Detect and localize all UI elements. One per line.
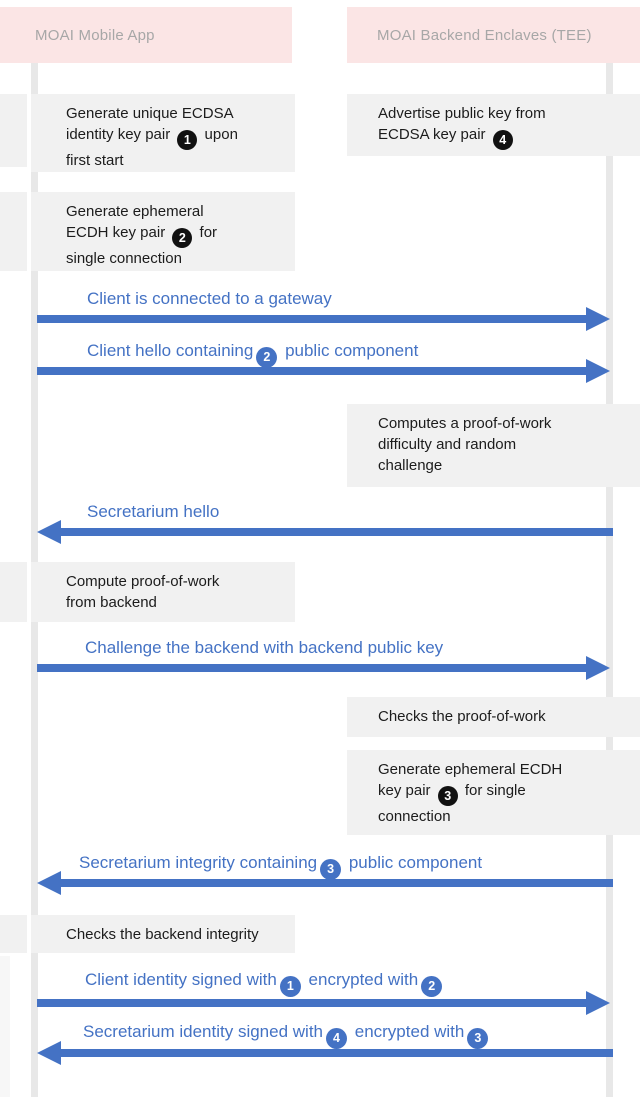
arrowhead-right-icon [586,359,610,383]
text-run: single connection [66,250,182,267]
text-run: for [195,224,218,241]
note-box-n5: Compute proof-of-work from backend [31,562,295,622]
text-run: Generate unique ECDSA [66,105,234,122]
numbered-key-badge: 4 [492,130,513,150]
text-run: identity key pair [66,126,175,143]
note-box-n7: Generate ephemeral ECDH key pair 3 for si… [347,750,640,835]
message-label-m3: Secretarium hello [87,500,219,523]
text-run: encrypted with [350,1022,465,1041]
text-run: Advertise public key from [378,105,546,122]
text-run: difficulty and random [378,436,517,453]
numbered-key-badge: 4 [326,1028,348,1049]
message-label-m1: Client is connected to a gateway [87,287,332,310]
arrowhead-right-icon [586,307,610,331]
text-run: ECDSA key pair [378,126,490,143]
note-line: single connection [66,248,295,269]
text-run: encrypted with [303,970,419,989]
text-run: Client hello containing [87,341,254,360]
note-line: Advertise public key from [378,103,640,124]
lifeline-backend [606,63,613,1097]
note-line: key pair 3 for single [378,780,640,806]
numbered-key-badge: 3 [437,786,458,806]
message-arrow-shaft [61,528,613,536]
note-line: difficulty and random [378,434,640,455]
text-run: Checks the backend integrity [66,926,259,943]
text-run: from backend [66,594,157,611]
note-line: ECDH key pair 2 for [66,222,295,248]
arrowhead-right-icon [586,991,610,1015]
text-run: challenge [378,457,443,474]
cropped-note-edge [0,94,27,167]
note-line: first start [66,150,295,171]
text-run: Client is connected to a gateway [87,289,332,308]
note-box-n8: Checks the backend integrity [31,915,295,953]
note-line: from backend [66,592,295,613]
note-line: Compute proof-of-work [66,571,295,592]
message-arrow-shaft [37,315,586,323]
note-box-n1: Generate unique ECDSA identity key pair 1… [31,94,295,172]
note-box-n4: Computes a proof-of-work difficulty and r… [347,404,640,487]
note-line: connection [378,806,640,827]
text-run: public component [344,853,483,872]
text-run: key pair [378,782,435,799]
arrowhead-right-icon [586,656,610,680]
participant-header-client: MOAI Mobile App [0,7,292,63]
text-run: Client identity signed with [85,970,277,989]
note-box-n6: Checks the proof-of-work [347,697,640,737]
text-run: upon [200,126,238,143]
text-run: Secretarium integrity containing [79,853,318,872]
text-run: Computes a proof-of-work [378,415,552,432]
note-line: identity key pair 1 upon [66,124,295,150]
numbered-key-badge: 3 [320,859,342,880]
note-line: Generate ephemeral [66,201,295,222]
cropped-note-edge [0,192,27,271]
numbered-key-badge: 1 [279,976,301,997]
participant-label: MOAI Mobile App [35,26,155,44]
participant-label: MOAI Backend Enclaves (TEE) [377,26,592,44]
arrowhead-left-icon [37,1041,61,1065]
participant-header-backend: MOAI Backend Enclaves (TEE) [347,7,640,63]
message-label-m4: Challenge the backend with backend publi… [85,636,443,659]
text-run: Compute proof-of-work [66,573,220,590]
note-line: Generate ephemeral ECDH [378,759,640,780]
arrowhead-left-icon [37,871,61,895]
cropped-lifeline-edge [0,956,10,1097]
text-run: public component [280,341,419,360]
message-arrow-shaft [37,367,586,375]
numbered-key-badge: 2 [421,976,443,997]
note-line: Computes a proof-of-work [378,413,640,434]
text-run: Generate ephemeral [66,203,204,220]
note-line: Checks the proof-of-work [378,706,640,727]
text-run: Secretarium identity signed with [83,1022,324,1041]
numbered-key-badge: 3 [467,1028,489,1049]
text-run: Challenge the backend with backend publi… [85,638,444,657]
numbered-key-badge: 2 [172,228,193,248]
text-run: Checks the proof-of-work [378,708,546,725]
message-arrow-shaft [37,999,586,1007]
arrowhead-left-icon [37,520,61,544]
message-arrow-shaft [37,664,586,672]
message-arrow-shaft [61,879,613,887]
message-arrow-shaft [61,1049,613,1057]
text-run: Secretarium hello [87,502,220,521]
text-run: first start [66,152,124,169]
cropped-note-edge [0,915,27,953]
note-line: challenge [378,455,640,476]
text-run: for single [460,782,526,799]
text-run: connection [378,808,451,825]
numbered-key-badge: 2 [256,347,278,368]
note-line: Generate unique ECDSA [66,103,295,124]
cropped-note-edge [0,562,27,622]
text-run: Generate ephemeral ECDH [378,761,563,778]
text-run: ECDH key pair [66,224,170,241]
note-line: ECDSA key pair 4 [378,124,640,150]
note-line: Checks the backend integrity [66,924,295,945]
numbered-key-badge: 1 [177,130,198,150]
